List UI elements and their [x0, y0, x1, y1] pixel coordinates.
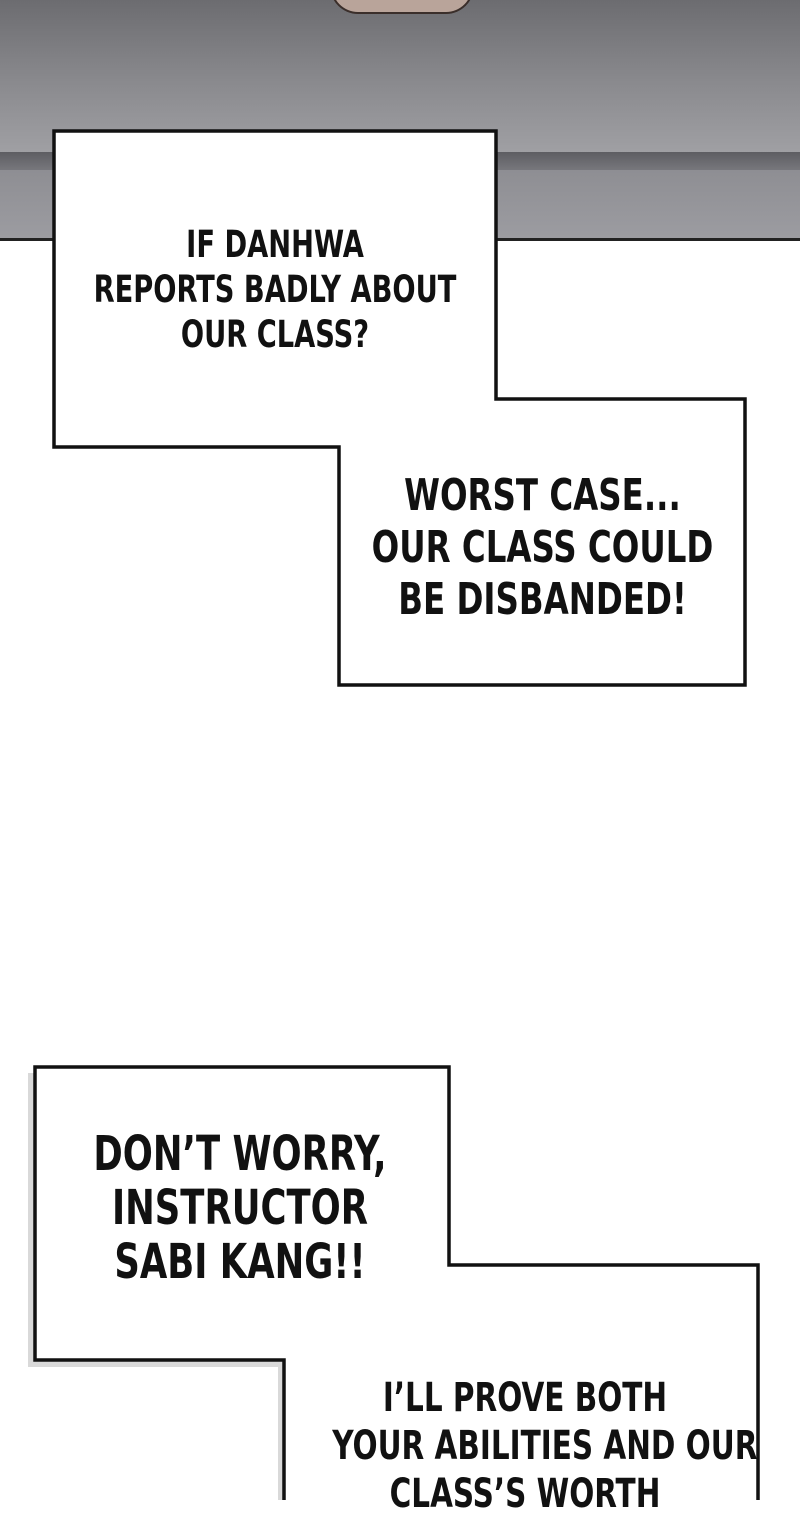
caption-2-line-1: WORST CASE...: [404, 470, 681, 521]
caption-text-2: WORST CASE... OUR CLASS COULD BE DISBAND…: [368, 470, 717, 626]
caption-box-group-1: [52, 129, 747, 687]
caption-3-line-2: INSTRUCTOR: [112, 1179, 368, 1236]
caption-2-line-3: BE DISBANDED!: [398, 573, 687, 625]
caption-1-line-2: REPORTS BADLY ABOUT: [93, 268, 457, 312]
caption-4-line-1: I’LL PROVE BOTH: [382, 1375, 668, 1421]
caption-1-line-3: OUR CLASS?: [180, 313, 370, 357]
caption-text-1: IF DANHWA REPORTS BADLY ABOUT OUR CLASS?: [82, 222, 467, 357]
caption-2-line-2: OUR CLASS COULD: [371, 521, 714, 573]
caption-text-3: DON’T WORRY, INSTRUCTOR SABI KANG!!: [60, 1126, 421, 1290]
caption-box-1: [52, 129, 747, 687]
caption-3-line-3: SABI KANG!!: [114, 1233, 366, 1290]
caption-box-group-2: [28, 1065, 760, 1500]
caption-text-4: I’LL PROVE BOTH YOUR ABILITIES AND OUR C…: [332, 1374, 758, 1518]
caption-3-line-1: DON’T WORRY,: [93, 1126, 387, 1182]
caption-4-line-3: CLASS’S WORTH: [389, 1471, 661, 1517]
caption-1-line-1: IF DANHWA: [186, 223, 364, 266]
caption-4-line-2: YOUR ABILITIES AND OUR: [332, 1423, 758, 1469]
caption-box-2: [33, 1065, 760, 1500]
